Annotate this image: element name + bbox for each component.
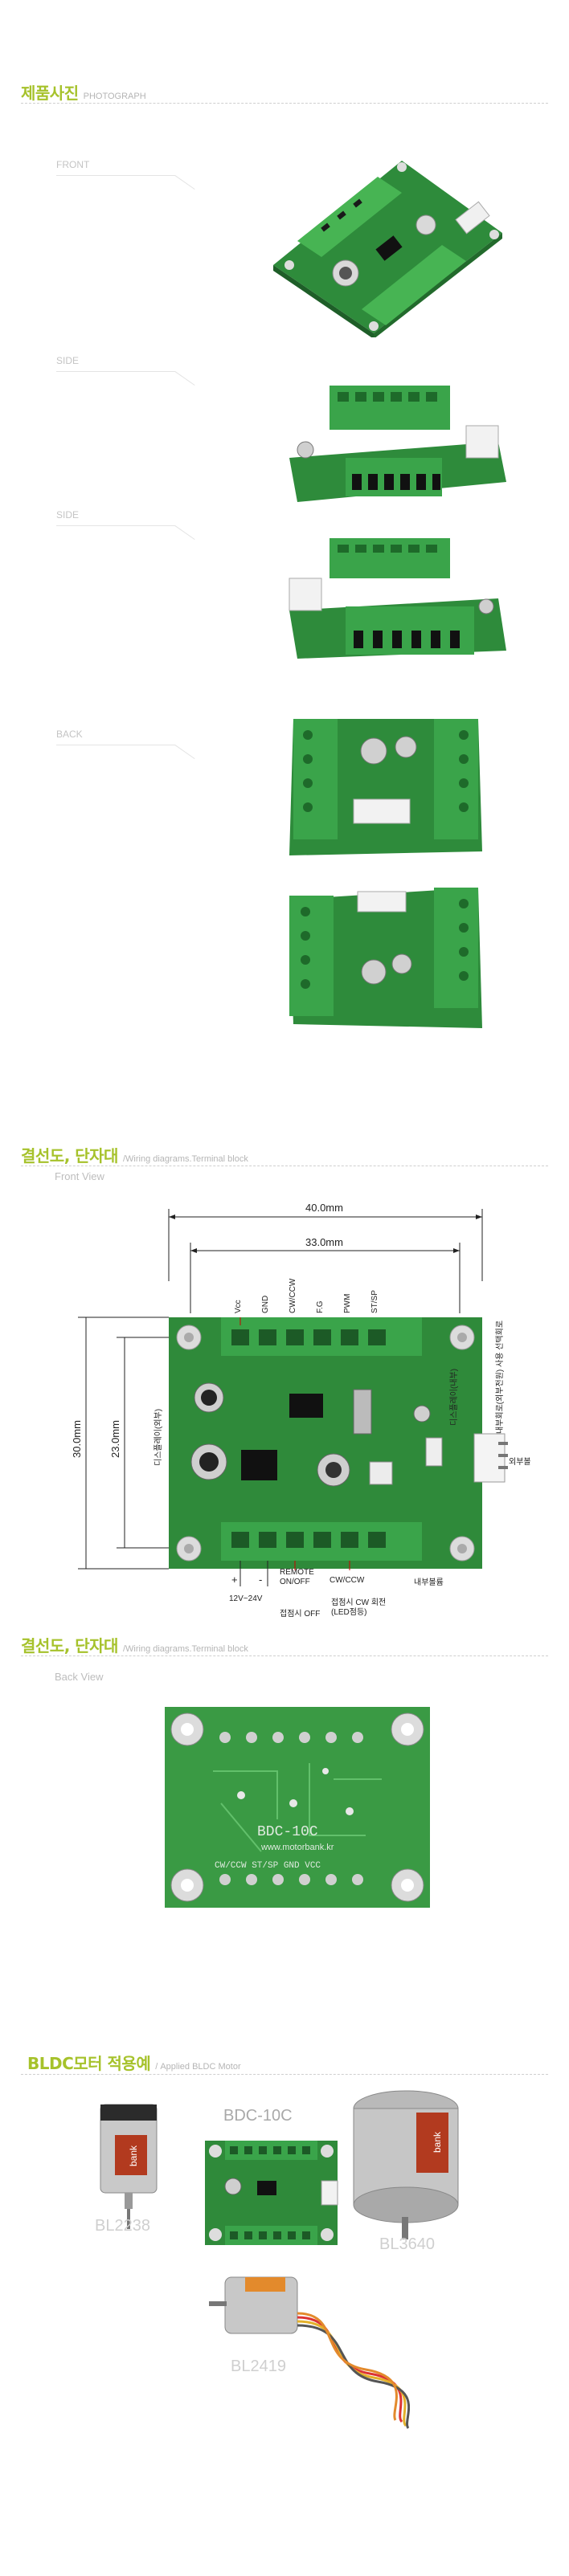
view-line xyxy=(56,525,175,526)
back-view-label: Back View xyxy=(55,1671,104,1683)
photo-side-2 xyxy=(273,530,514,667)
view-line-diag xyxy=(174,371,195,386)
dim-height-inner: 23.0mm xyxy=(109,1420,121,1458)
motor-subtitle: / Applied BLDC Motor xyxy=(155,2062,241,2072)
photo-subtitle: PHOTOGRAPH xyxy=(83,92,146,101)
back-board-url: www.motorbank.kr xyxy=(260,1843,334,1852)
photo-side-1 xyxy=(273,369,514,514)
view-label-side-2: SIDE xyxy=(56,509,80,521)
right-circuit-label: 내부회로(외부전원) 사용 선택회로 xyxy=(495,1321,505,1434)
section-divider xyxy=(21,1655,548,1656)
dim-height-outer: 30.0mm xyxy=(71,1420,83,1458)
motor-bl3640: bank xyxy=(346,2084,466,2245)
plus-label: + xyxy=(231,1574,238,1586)
right-display-label: 디스플레이(내부) xyxy=(449,1369,459,1426)
bl3640-label: BL3640 xyxy=(379,2235,435,2253)
wiring-front-subtitle: /Wiring diagrams.Terminal block xyxy=(122,1154,248,1164)
view-line xyxy=(56,371,175,372)
photo-section-title: 제품사진 PHOTOGRAPH xyxy=(21,80,146,104)
bl2238-label: BL2238 xyxy=(95,2217,150,2235)
back-board-model: BDC-10C xyxy=(257,1824,318,1840)
remote-label: REMOTE ON/OFF xyxy=(280,1568,314,1586)
minus-label: - xyxy=(259,1574,262,1586)
pin-label-stsp: ST/SP xyxy=(370,1290,379,1313)
wiring-back-section-title: 결선도, 단자대/Wiring diagrams.Terminal block xyxy=(21,1633,248,1656)
pin-label-fg: F.G xyxy=(316,1300,325,1313)
bl2419-label: BL2419 xyxy=(231,2358,286,2375)
dim-width-inner: 33.0mm xyxy=(305,1236,343,1248)
contact-cw-label: 접점시 CW 회전 (LED점등) xyxy=(331,1598,387,1617)
contact-off-label: 접점시 OFF xyxy=(280,1610,321,1619)
view-line-diag xyxy=(174,525,195,541)
view-line xyxy=(56,175,175,176)
view-line-diag xyxy=(174,745,195,760)
photo-title: 제품사진 xyxy=(21,84,79,103)
back-board-photo: www.motorbank.kr BDC-10C CW/CCW ST/SP GN… xyxy=(165,1707,430,1908)
section-divider xyxy=(21,2074,548,2075)
wiring-front-section-title: 결선도, 단자대/Wiring diagrams.Terminal block xyxy=(21,1143,248,1166)
photo-back-2 xyxy=(285,876,486,1036)
wiring-back-subtitle: /Wiring diagrams.Terminal block xyxy=(122,1644,248,1654)
view-line-diag xyxy=(174,175,195,190)
photo-back-1 xyxy=(285,703,486,863)
pin-label-cwccw: CW/CCW xyxy=(289,1278,297,1313)
bl2238-brand: bank xyxy=(128,2145,139,2166)
pin-label-pwm: PWM xyxy=(343,1294,352,1313)
motor-title: BLDC모터 적용예 xyxy=(27,2054,151,2073)
view-label-back: BACK xyxy=(56,729,83,740)
pin-label-gnd: GND xyxy=(261,1296,270,1313)
view-label-front: FRONT xyxy=(56,159,90,170)
bdc-10c-label: BDC-10C xyxy=(223,2107,293,2125)
wiring-diagram-front: 40.0mm 33.0mm 30.0mm 23.0mm Vcc GND CW/C… xyxy=(48,1185,530,1602)
photo-front xyxy=(265,145,506,337)
back-board-silk: CW/CCW ST/SP GND VCC xyxy=(215,1861,321,1871)
bdc-board-small xyxy=(201,2137,342,2253)
wiring-front-title: 결선도, 단자대 xyxy=(21,1146,118,1166)
top-pin-labels: Vcc GND CW/CCW F.G PWM ST/SP xyxy=(234,1278,379,1313)
dim-width-outer: 40.0mm xyxy=(305,1202,343,1214)
voltage-label: 12V~24V xyxy=(229,1594,263,1602)
wiring-back-title: 결선도, 단자대 xyxy=(21,1636,118,1655)
motor-bl2238: bank xyxy=(84,2096,173,2237)
motor-section-title: BLDC모터 적용예 / Applied BLDC Motor xyxy=(27,2051,241,2074)
bl3640-brand: bank xyxy=(432,2131,443,2153)
pin-label-vcc: Vcc xyxy=(234,1300,243,1313)
external-volume-label: 외부볼륨 연결단자 xyxy=(509,1457,530,1467)
front-view-label: Front View xyxy=(55,1170,104,1182)
left-display-label: 디스플레이(외부) xyxy=(154,1409,163,1466)
internal-volume-label: 내부볼륨 xyxy=(414,1578,444,1587)
motor-bl2419 xyxy=(209,2269,411,2434)
cwccw-label: CW/CCW xyxy=(330,1576,365,1585)
section-divider xyxy=(21,103,548,104)
view-label-side-1: SIDE xyxy=(56,355,80,366)
